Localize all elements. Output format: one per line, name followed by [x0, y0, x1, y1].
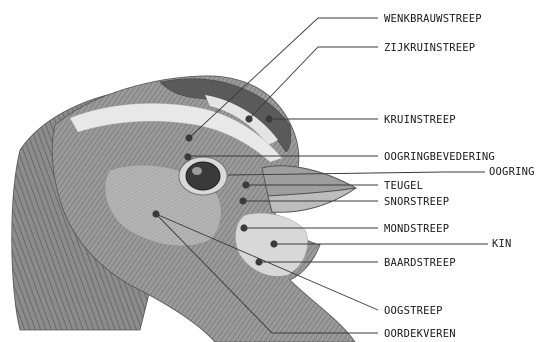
- label-kruinstreep: KRUINSTREEP: [384, 114, 456, 126]
- label-oogstreep: OOGSTREEP: [384, 305, 443, 317]
- eye: [186, 162, 220, 190]
- label-snorstreep: SNORSTREEP: [384, 196, 449, 208]
- label-teugel: TEUGEL: [384, 180, 423, 192]
- label-oordekveren: OORDEKVEREN: [384, 328, 456, 340]
- label-oogringbevedering: OOGRINGBEVEDERING: [384, 151, 495, 163]
- label-mondstreep: MONDSTREEP: [384, 223, 449, 235]
- label-oogring: OOGRING: [489, 166, 535, 178]
- label-baardstreep: BAARDSTREEP: [384, 257, 456, 269]
- label-wenkbrauwstreep: WENKBRAUWSTREEP: [384, 13, 482, 25]
- bird-illustration: [12, 76, 356, 342]
- label-kin: KIN: [492, 238, 512, 250]
- labels: WENKBRAUWSTREEP ZIJKRUINSTREEP KRUINSTRE…: [384, 13, 535, 340]
- eye-highlight: [192, 167, 202, 175]
- label-zijkruinstreep: ZIJKRUINSTREEP: [384, 42, 475, 54]
